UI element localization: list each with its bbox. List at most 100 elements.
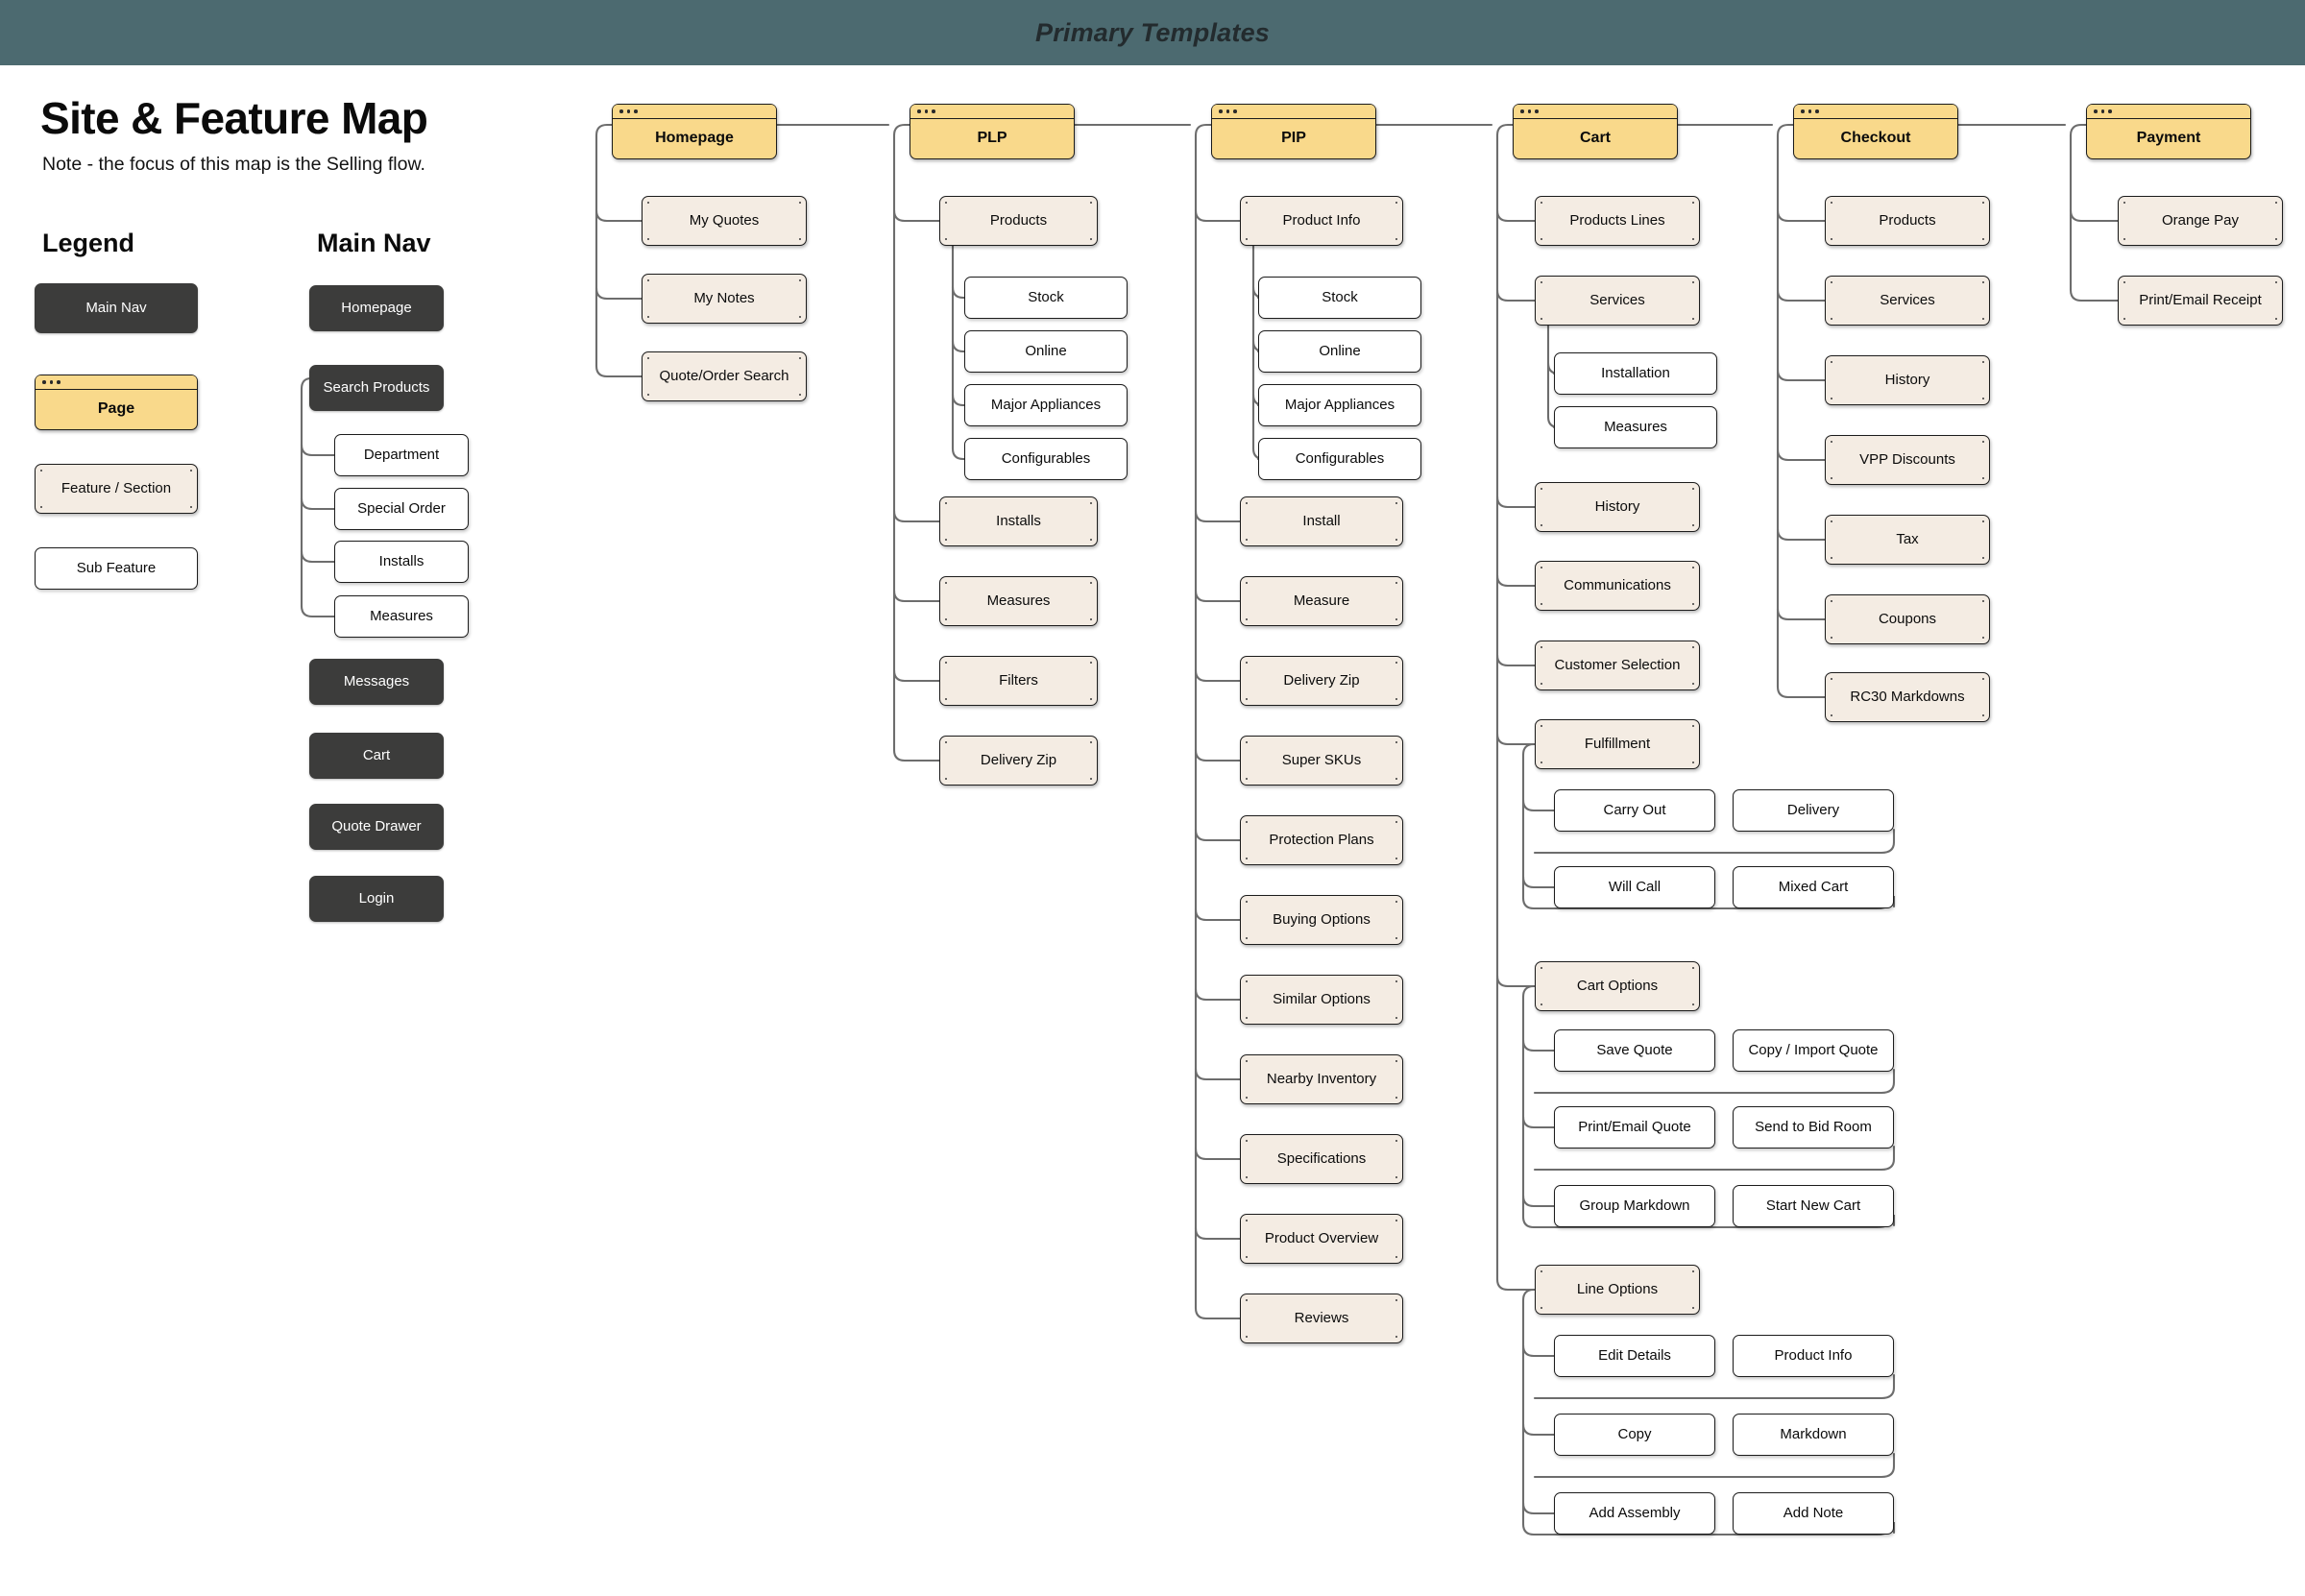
page-node-homepage[interactable]: Homepage [612, 104, 777, 159]
feature-node-pip-product-overview-label: Product Overview [1264, 1230, 1379, 1247]
feature-node-checkout-coupons[interactable]: Coupons [1825, 594, 1990, 644]
feature-node-cart-cart-options[interactable]: Cart Options [1535, 961, 1700, 1011]
grid-node-cart-carry-out[interactable]: Carry Out [1554, 789, 1715, 832]
grid-node-cart-will-call[interactable]: Will Call [1554, 866, 1715, 908]
main-nav-item-messages[interactable]: Messages [309, 659, 444, 705]
legend-item-page-label: Page [97, 399, 135, 417]
main-nav-item-search-products[interactable]: Search Products [309, 365, 444, 411]
sub-node-cart-measures[interactable]: Measures [1554, 406, 1717, 448]
sub-node-plp-configurables[interactable]: Configurables [964, 438, 1128, 480]
page-node-plp-label: PLP [977, 129, 1007, 146]
grid-node-cart-add-note[interactable]: Add Note [1733, 1492, 1894, 1535]
feature-node-pip-similar-options[interactable]: Similar Options [1240, 975, 1403, 1025]
main-nav-sub-special-order[interactable]: Special Order [334, 488, 469, 530]
grid-node-cart-markdown[interactable]: Markdown [1733, 1414, 1894, 1456]
sub-node-cart-installation[interactable]: Installation [1554, 352, 1717, 395]
feature-node-cart-communications[interactable]: Communications [1535, 561, 1700, 611]
feature-node-homepage-my-notes[interactable]: My Notes [642, 274, 807, 324]
sub-node-pip-online[interactable]: Online [1258, 330, 1421, 373]
feature-node-checkout-rc30-markdowns[interactable]: RC30 Markdowns [1825, 672, 1990, 722]
grid-node-cart-copy-import-quote[interactable]: Copy / Import Quote [1733, 1029, 1894, 1072]
feature-node-cart-customer-selection[interactable]: Customer Selection [1535, 641, 1700, 690]
feature-node-payment-print-email-receipt[interactable]: Print/Email Receipt [2118, 276, 2283, 326]
feature-node-plp-filters[interactable]: Filters [939, 656, 1098, 706]
page-node-checkout[interactable]: Checkout [1793, 104, 1958, 159]
grid-node-cart-copy-label: Copy [1617, 1426, 1652, 1443]
feature-node-checkout-products[interactable]: Products [1825, 196, 1990, 246]
grid-node-cart-carry-out-label: Carry Out [1603, 802, 1666, 819]
legend-item-sub-feature-label: Sub Feature [76, 560, 157, 577]
legend-item-page[interactable]: Page [35, 375, 198, 430]
feature-node-pip-protection-plans[interactable]: Protection Plans [1240, 815, 1403, 865]
feature-node-homepage-my-quotes[interactable]: My Quotes [642, 196, 807, 246]
sub-node-plp-major-appliances[interactable]: Major Appliances [964, 384, 1128, 426]
feature-node-plp-measures[interactable]: Measures [939, 576, 1098, 626]
corner-dot [1395, 858, 1397, 859]
grid-node-cart-product-info[interactable]: Product Info [1733, 1335, 1894, 1377]
feature-node-pip-super-skus[interactable]: Super SKUs [1240, 736, 1403, 786]
main-nav-sub-installs[interactable]: Installs [334, 541, 469, 583]
grid-node-cart-mixed-cart[interactable]: Mixed Cart [1733, 866, 1894, 908]
grid-node-cart-start-new-cart[interactable]: Start New Cart [1733, 1185, 1894, 1227]
feature-node-checkout-vpp-discounts[interactable]: VPP Discounts [1825, 435, 1990, 485]
main-nav-item-cart[interactable]: Cart [309, 733, 444, 779]
legend-title: Legend [42, 229, 135, 257]
sub-node-pip-stock[interactable]: Stock [1258, 277, 1421, 319]
corner-dot [1246, 1256, 1248, 1258]
feature-node-pip-product-info[interactable]: Product Info [1240, 196, 1403, 246]
main-nav-sub-department[interactable]: Department [334, 434, 469, 476]
page-node-cart[interactable]: Cart [1513, 104, 1678, 159]
feature-node-pip-install[interactable]: Install [1240, 496, 1403, 546]
page-node-payment-label: Payment [2136, 129, 2201, 146]
grid-node-cart-send-to-bid-room[interactable]: Send to Bid Room [1733, 1106, 1894, 1149]
grid-node-cart-print-email-quote[interactable]: Print/Email Quote [1554, 1106, 1715, 1149]
feature-node-payment-orange-pay[interactable]: Orange Pay [2118, 196, 2283, 246]
feature-node-homepage-quote-order-search[interactable]: Quote/Order Search [642, 351, 807, 401]
feature-node-checkout-tax[interactable]: Tax [1825, 515, 1990, 565]
feature-node-cart-line-options[interactable]: Line Options [1535, 1265, 1700, 1315]
feature-node-pip-measure[interactable]: Measure [1240, 576, 1403, 626]
grid-node-cart-delivery[interactable]: Delivery [1733, 789, 1894, 832]
page-node-plp[interactable]: PLP [910, 104, 1075, 159]
feature-node-plp-installs[interactable]: Installs [939, 496, 1098, 546]
sub-node-pip-configurables[interactable]: Configurables [1258, 438, 1421, 480]
grid-node-cart-add-assembly[interactable]: Add Assembly [1554, 1492, 1715, 1535]
grid-node-cart-group-markdown[interactable]: Group Markdown [1554, 1185, 1715, 1227]
grid-node-cart-copy[interactable]: Copy [1554, 1414, 1715, 1456]
feature-node-homepage-quote-order-search-label: Quote/Order Search [659, 368, 789, 385]
grid-node-cart-save-quote[interactable]: Save Quote [1554, 1029, 1715, 1072]
main-nav-item-quote-drawer[interactable]: Quote Drawer [309, 804, 444, 850]
feature-node-pip-nearby-inventory[interactable]: Nearby Inventory [1240, 1054, 1403, 1104]
feature-node-cart-services[interactable]: Services [1535, 276, 1700, 326]
page-node-pip[interactable]: PIP [1211, 104, 1376, 159]
feature-node-pip-product-overview[interactable]: Product Overview [1240, 1214, 1403, 1264]
main-nav-item-login[interactable]: Login [309, 876, 444, 922]
grid-node-cart-edit-details[interactable]: Edit Details [1554, 1335, 1715, 1377]
main-nav-sub-measures-label: Measures [370, 608, 433, 625]
feature-node-plp-delivery-zip[interactable]: Delivery Zip [939, 736, 1098, 786]
corner-dot [1831, 714, 1832, 716]
sub-node-plp-stock[interactable]: Stock [964, 277, 1128, 319]
main-nav-sub-measures[interactable]: Measures [334, 595, 469, 638]
sub-node-pip-major-appliances[interactable]: Major Appliances [1258, 384, 1421, 426]
feature-node-cart-history[interactable]: History [1535, 482, 1700, 532]
feature-node-checkout-history[interactable]: History [1825, 355, 1990, 405]
feature-node-plp-filters-label: Filters [999, 672, 1038, 689]
feature-node-plp-products[interactable]: Products [939, 196, 1098, 246]
main-nav-item-cart-label: Cart [362, 747, 391, 764]
page-node-payment[interactable]: Payment [2086, 104, 2251, 159]
feature-node-cart-fulfillment[interactable]: Fulfillment [1535, 719, 1700, 769]
grid-node-cart-send-to-bid-room-label: Send to Bid Room [1755, 1119, 1872, 1136]
feature-node-cart-products-lines[interactable]: Products Lines [1535, 196, 1700, 246]
feature-node-pip-specifications[interactable]: Specifications [1240, 1134, 1403, 1184]
legend-item-sub-feature[interactable]: Sub Feature [35, 547, 198, 590]
feature-node-pip-reviews[interactable]: Reviews [1240, 1294, 1403, 1343]
sub-node-plp-online-label: Online [1025, 343, 1067, 360]
feature-node-pip-delivery-zip[interactable]: Delivery Zip [1240, 656, 1403, 706]
sub-node-plp-online[interactable]: Online [964, 330, 1128, 373]
legend-item-main-nav[interactable]: Main Nav [35, 283, 198, 333]
legend-item-feature-section[interactable]: Feature / Section [35, 464, 198, 514]
main-nav-item-homepage[interactable]: Homepage [309, 285, 444, 331]
feature-node-checkout-services[interactable]: Services [1825, 276, 1990, 326]
feature-node-pip-buying-options[interactable]: Buying Options [1240, 895, 1403, 945]
